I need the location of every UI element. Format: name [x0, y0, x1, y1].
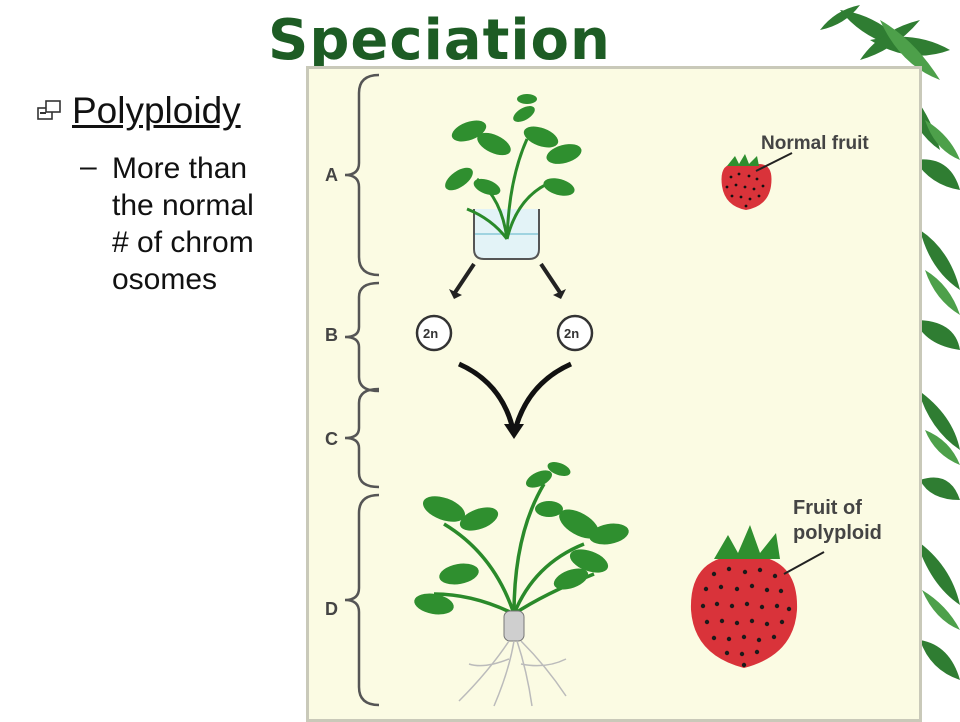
callout-polyploid-line1: Fruit of	[793, 497, 862, 519]
stage-braces	[344, 73, 380, 707]
slide-title: Speciation	[268, 8, 611, 73]
stage-label-a: A	[325, 165, 338, 185]
callout-normal-fruit: Normal fruit	[761, 133, 869, 154]
bullet-icon	[37, 100, 61, 120]
bullet-polyploidy: Polyploidy	[34, 90, 241, 132]
polyploid-plant	[414, 462, 629, 707]
stage-label-b: B	[325, 325, 338, 345]
svg-text:2n: 2n	[423, 326, 438, 341]
svg-text:2n: 2n	[564, 326, 579, 341]
cell-2n-right: 2n	[556, 314, 594, 352]
sub-bullet-text: More than the normal # of chromosomes	[112, 152, 254, 296]
stage-label-c: C	[325, 429, 338, 449]
plant-in-beaker	[445, 94, 582, 260]
bullet-label: Polyploidy	[72, 90, 241, 131]
merge-arrows	[457, 361, 573, 435]
sub-bullet: – More than the normal # of chromosomes	[80, 150, 262, 298]
diagram-canvas: A B C D	[325, 73, 882, 707]
sub-bullet-dash: –	[80, 150, 97, 183]
callout-polyploid-line2: polyploid	[793, 522, 882, 544]
stage-label-d: D	[325, 599, 338, 619]
polyploid-fruit	[690, 525, 825, 668]
normal-fruit	[721, 152, 793, 210]
cell-2n-left: 2n	[415, 314, 453, 352]
seed-dots	[700, 566, 792, 668]
split-arrows	[452, 262, 563, 296]
polyploidy-diagram: A B C D	[306, 66, 922, 722]
